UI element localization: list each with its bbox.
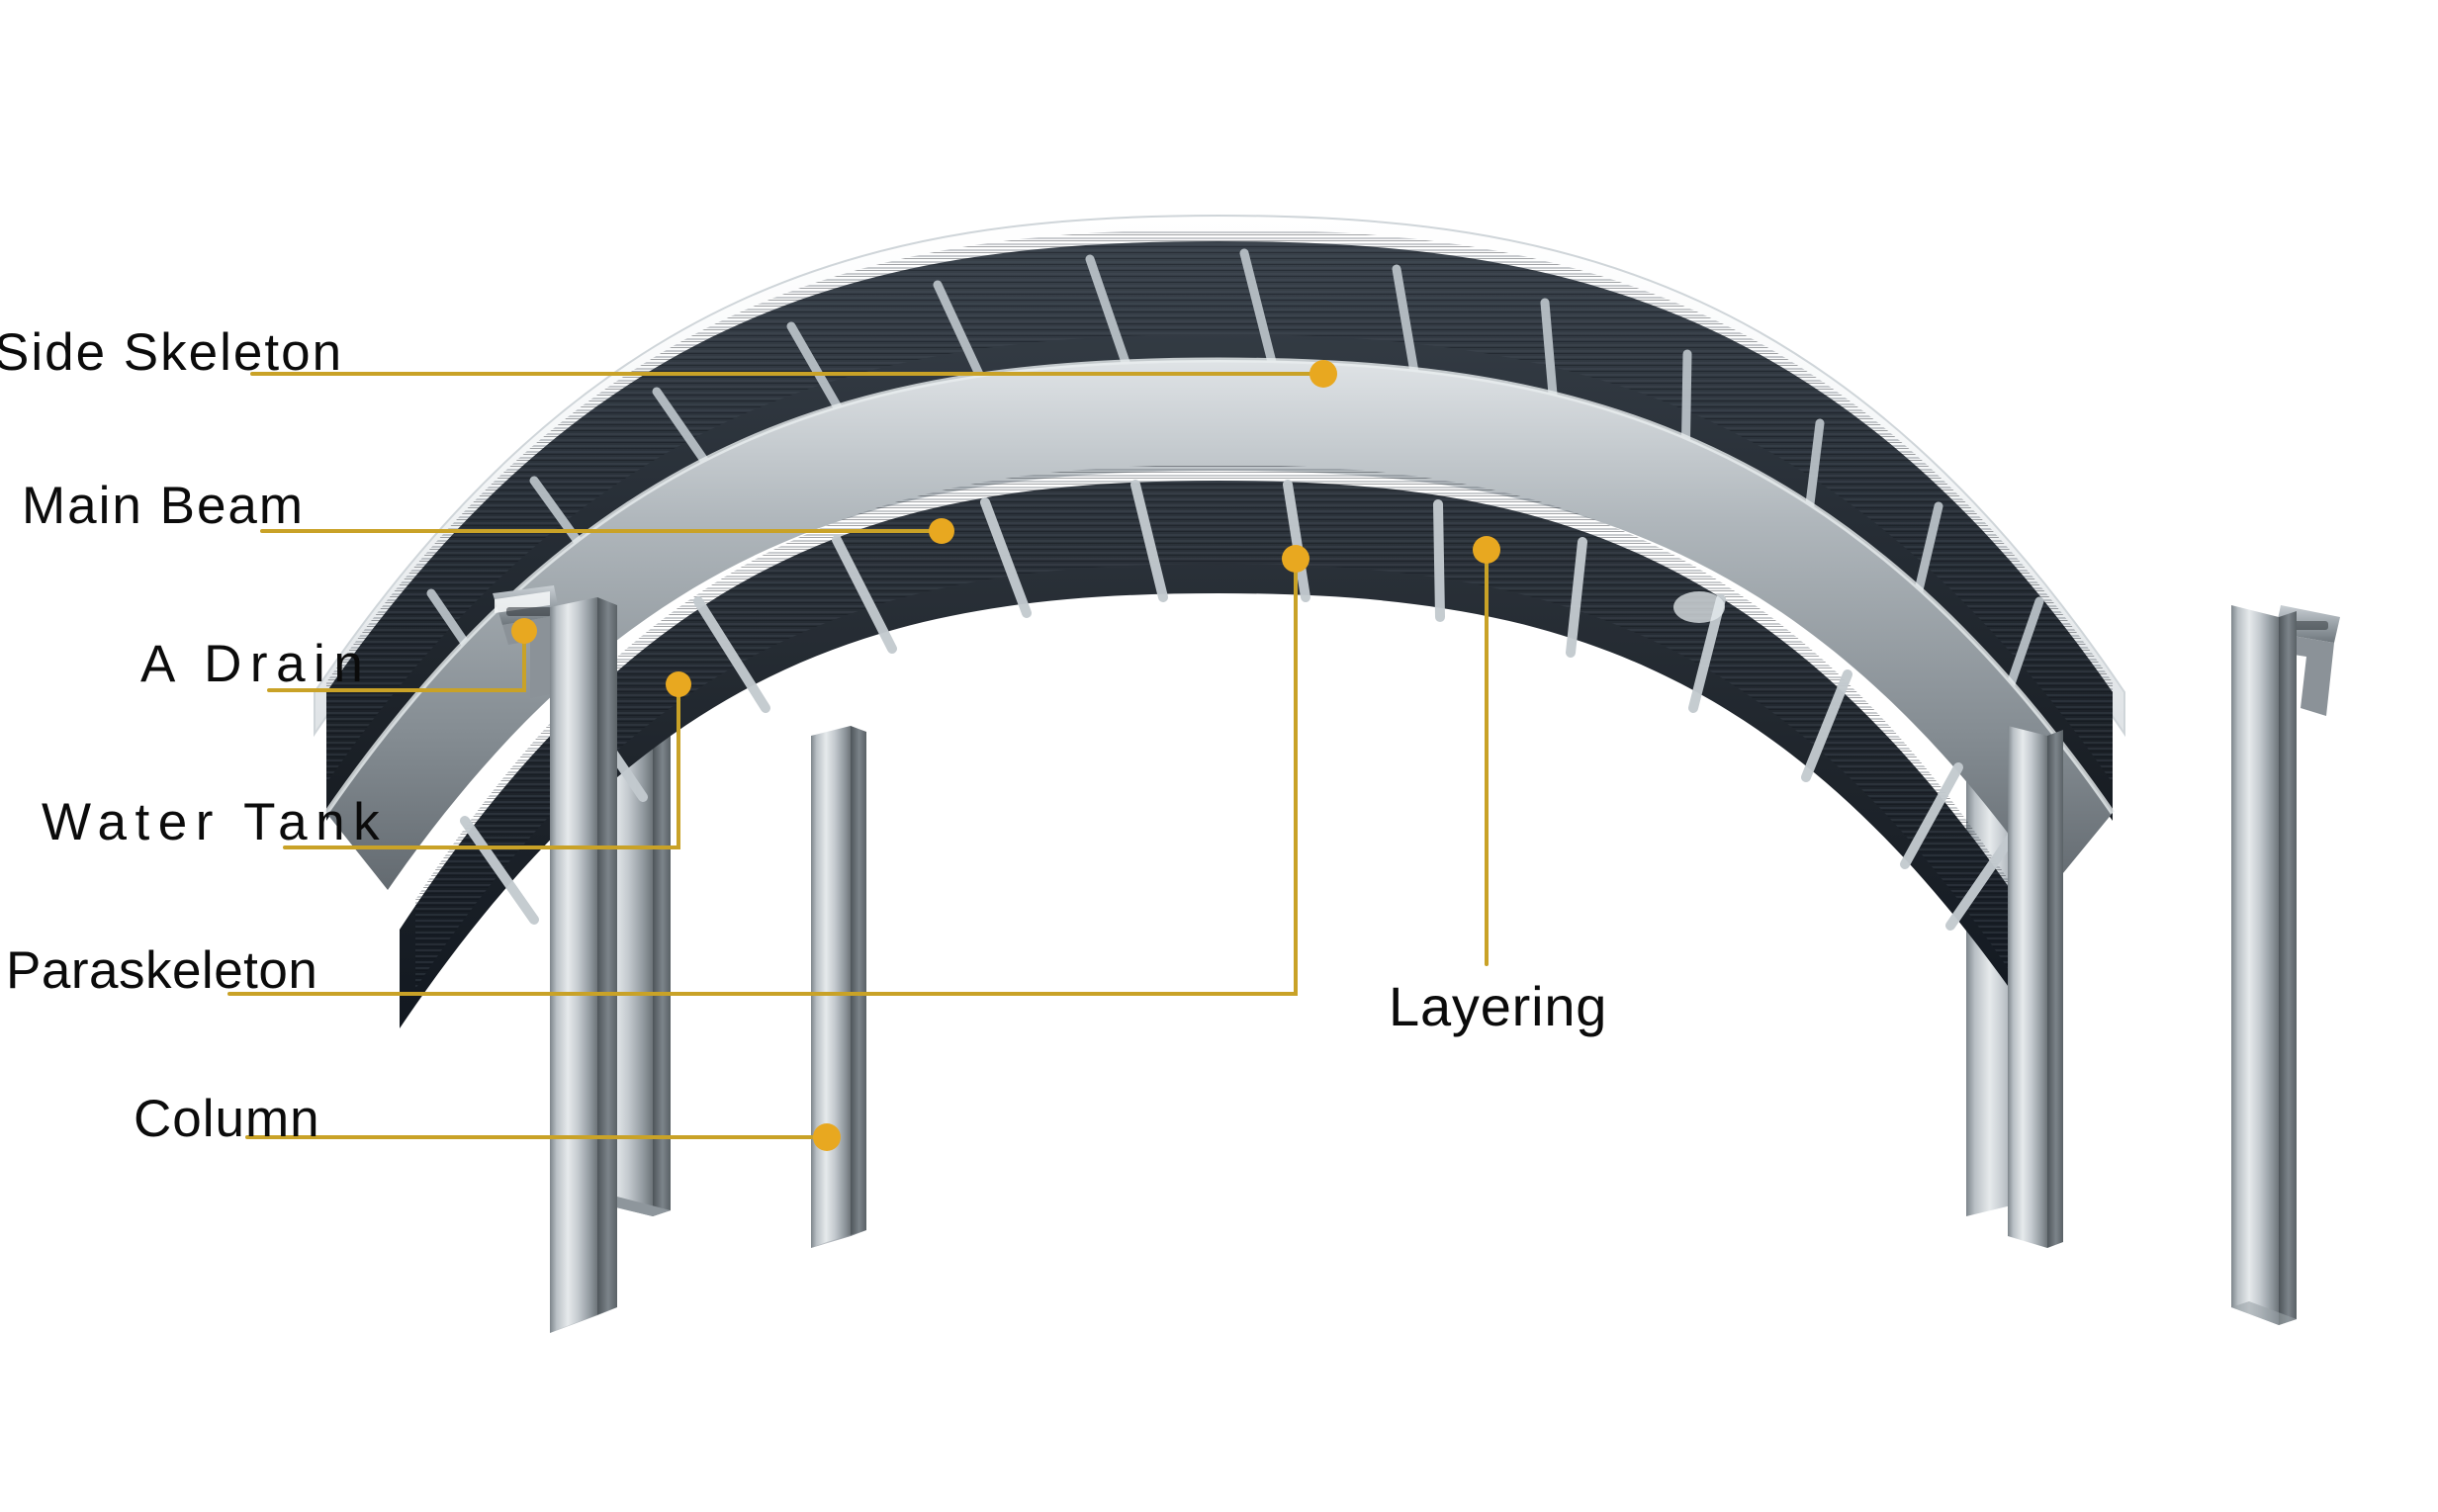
callout-label-water-tank[interactable]: Water Tank <box>42 793 389 851</box>
callout-dot-main-beam <box>929 518 954 544</box>
column-front-right <box>2231 605 2297 1325</box>
callout-label-side-skeleton[interactable]: Side Skeleton <box>0 323 344 382</box>
callout-label-a-drain[interactable]: A Drain <box>140 635 372 693</box>
column-front-left <box>550 597 617 1333</box>
callout-line-a-drain <box>267 629 526 692</box>
callout-line-paraskeleton <box>227 557 1298 996</box>
callout-dot-side-skeleton <box>1309 360 1337 388</box>
callout-dot-paraskeleton <box>1282 545 1309 573</box>
main-beam-arc <box>326 360 2113 890</box>
callout-dot-layering <box>1473 536 1500 564</box>
callout-dot-water-tank <box>666 671 691 697</box>
column-front-right-inner <box>2008 726 2063 1248</box>
callout-label-paraskeleton[interactable]: Paraskeleton <box>6 941 318 1000</box>
callout-label-column[interactable]: Column <box>134 1090 320 1148</box>
callout-label-main-beam[interactable]: Main Beam <box>22 477 306 535</box>
callout-dots <box>511 360 1500 1151</box>
callout-dot-column <box>813 1123 841 1151</box>
callout-label-layering[interactable]: Layering <box>1389 975 1608 1037</box>
callout-layer <box>227 372 1489 1139</box>
callout-line-water-tank <box>283 682 680 849</box>
column-front-left-inner <box>811 726 866 1248</box>
callout-dot-a-drain <box>511 618 537 644</box>
